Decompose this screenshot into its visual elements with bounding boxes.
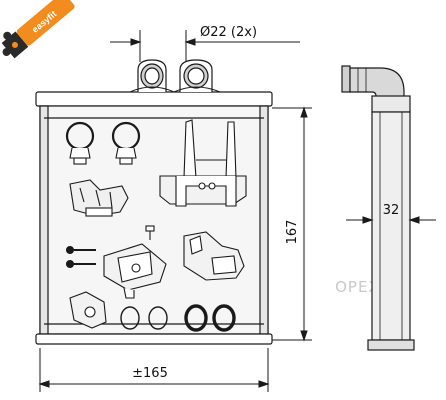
dimension-pipe-diameter-label: Ø22 (2x) [200, 25, 257, 40]
hose-clamp-2 [111, 121, 141, 165]
retaining-clip-strip [69, 179, 129, 217]
top-tank [35, 91, 273, 107]
dimension-width-label: ±165 [132, 366, 168, 381]
bottom-tank [35, 333, 273, 345]
puzzle-piece-icon [1, 31, 29, 59]
clip-block [69, 291, 107, 329]
o-ring-2 [148, 306, 168, 330]
side-view-core [371, 111, 411, 341]
dimension-depth [346, 216, 436, 224]
mounting-bracket-large [159, 119, 247, 207]
pipe-outlet-left [137, 59, 167, 92]
o-ring-1 [120, 306, 140, 330]
kit-parts [65, 119, 247, 332]
screw-1 [65, 245, 96, 255]
dimension-width [38, 348, 270, 392]
hose-clamp-1 [65, 121, 95, 165]
bolt-small [145, 225, 155, 240]
dimension-depth-label: 32 [383, 203, 400, 218]
screw-2 [65, 259, 96, 269]
dimension-height [272, 106, 312, 342]
side-view-bottom-cap [367, 339, 415, 351]
pipe-outlet-right [179, 59, 213, 92]
pipe-bracket-right [183, 231, 245, 281]
heater-core-side-view [341, 65, 415, 351]
dimension-pipe-diameter [110, 30, 300, 62]
dimension-height-label: 167 [285, 220, 300, 245]
o-ring-3 [184, 304, 208, 332]
side-view-elbow-pipe [341, 65, 411, 113]
easyfit-logo: easyfit [1, 0, 75, 59]
pipe-bracket-center [103, 243, 167, 299]
side-plate-left [39, 105, 49, 335]
o-ring-4 [212, 304, 236, 332]
logo-band [16, 0, 75, 46]
side-plate-right [259, 105, 269, 335]
